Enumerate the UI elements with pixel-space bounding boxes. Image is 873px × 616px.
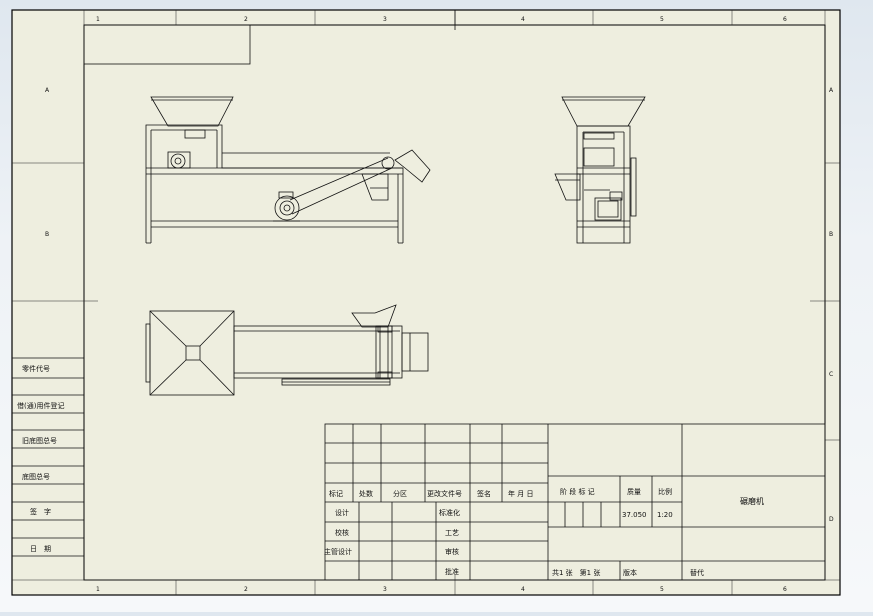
role-label: 审核 [445,547,459,556]
replace-label: 替代 [690,568,704,577]
row-letter: A [829,87,834,94]
weight-label: 质量 [627,487,641,496]
front-view [145,96,431,244]
row-letter: B [45,231,49,238]
header-label: 年 月 日 [508,489,533,498]
row-letter: B [829,231,833,238]
role-label: 批准 [445,567,459,576]
left-strip-table: 零件代号 借(通)用件登记 旧底图总号 底图总号 签 字 日 期 [12,357,84,557]
code-box [83,24,251,65]
role-label: 校核 [335,528,349,537]
col-number: 6 [783,586,787,593]
row-letter: C [829,371,833,378]
strip-label: 签 字 [30,507,51,516]
strip-label: 日 期 [30,545,51,553]
sheets-label: 共1 张 第1 张 [552,568,600,577]
col-number: 3 [383,586,387,593]
col-number: 1 [96,586,100,593]
column-numbers-top: 1 2 3 4 5 6 [96,16,787,23]
side-zone-lines [12,162,840,441]
col-number: 1 [96,16,100,23]
col-number: 5 [660,16,664,23]
col-number: 4 [521,586,525,593]
version-label: 版本 [623,568,637,577]
col-number: 6 [783,16,787,23]
scale-label: 比例 [658,487,672,496]
column-numbers-bottom: 1 2 3 4 5 6 [96,586,787,593]
side-view [554,96,646,244]
col-number: 2 [244,586,248,593]
role-label: 标准化 [439,508,460,517]
role-label: 主管设计 [324,547,352,556]
scale-value: 1:20 [657,511,673,519]
role-label: 工艺 [445,529,459,537]
header-label: 处数 [359,489,373,498]
col-number: 3 [383,16,387,23]
role-label: 设计 [335,508,349,517]
strip-label: 零件代号 [22,364,50,373]
col-number: 2 [244,16,248,23]
title-block: 标记 处数 分区 更改文件号 签名 年 月 日 设计 校核 主管设计 标准化 工… [324,423,826,581]
row-letter: A [45,87,50,94]
header-label: 分区 [393,489,407,498]
strip-label: 底图总号 [22,472,50,481]
stage-label: 阶 段 标 记 [560,487,595,496]
header-label: 更改文件号 [427,489,462,498]
row-letter: D [829,516,834,523]
row-letters: A B A B C D [45,87,834,523]
drawing-title: 碾磨机 [740,496,764,506]
strip-label: 旧底图总号 [22,436,57,445]
weight-value: 37.050 [622,511,647,519]
header-label: 标记 [329,489,343,498]
strip-label: 借(通)用件登记 [17,401,64,410]
col-number: 5 [660,586,664,593]
header-label: 签名 [477,489,491,498]
paper-outer-border [11,9,841,596]
top-view [145,304,429,396]
top-zone-strip [83,10,826,30]
col-number: 4 [521,16,525,23]
